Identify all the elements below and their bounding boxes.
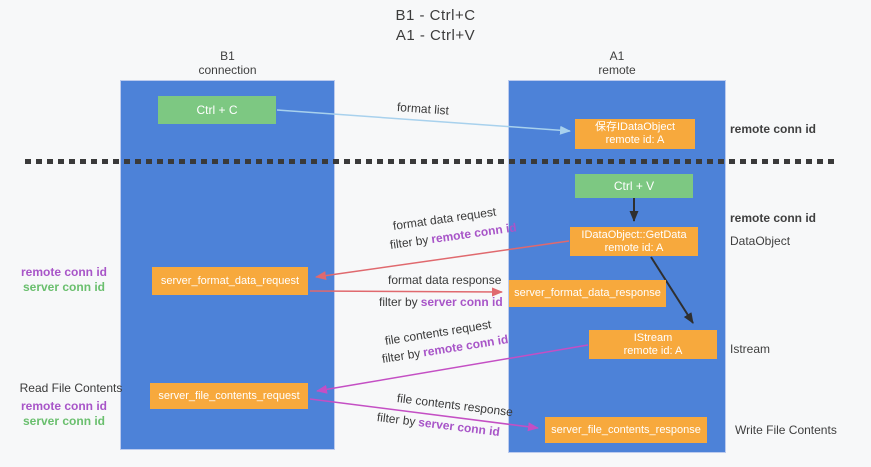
left-conn-id-labels-top: remote conn id server conn id xyxy=(0,265,128,295)
server-file-contents-response-label: server_file_contents_response xyxy=(551,423,701,436)
istream-line1: IStream xyxy=(633,331,673,344)
ctrl-v-label: Ctrl + V xyxy=(613,179,655,193)
filter-by-text: filter by xyxy=(380,346,422,366)
format-data-response-arrow xyxy=(309,287,503,297)
right-remote-conn-id-1: remote conn id xyxy=(730,122,817,136)
server-conn-id-text: server conn id xyxy=(417,415,501,440)
title-line-1: B1 - Ctrl+C xyxy=(395,7,476,24)
istream-line2: remote id: A xyxy=(623,344,683,357)
filter-by-text: filter by xyxy=(376,410,417,429)
ctrl-c-box: Ctrl + C xyxy=(158,96,276,124)
left-remote-conn-id-bottom: remote conn id xyxy=(20,399,107,413)
left-conn-id-labels-bottom: remote conn id server conn id xyxy=(0,399,128,429)
server-file-contents-response-box: server_file_contents_response xyxy=(545,417,707,443)
idataobject-getdata-box: IDataObject::GetData remote id: A xyxy=(570,227,698,256)
format-list-label: format list xyxy=(396,100,450,118)
read-file-contents-block: Read File Contents xyxy=(3,381,139,396)
server-format-data-request-box: server_format_data_request xyxy=(152,267,308,295)
ctrl-c-label: Ctrl + C xyxy=(196,103,238,117)
server-format-data-response-label: server_format_data_response xyxy=(514,287,661,299)
save-idataobject-line2: remote id: A xyxy=(605,134,665,146)
read-file-contents-label: Read File Contents xyxy=(19,381,123,395)
left-column-role: connection xyxy=(198,63,257,77)
filter-by-text: filter by xyxy=(389,232,430,252)
format-data-response-label: format data response xyxy=(388,273,502,287)
ctrl-v-box: Ctrl + V xyxy=(575,174,693,198)
left-remote-conn-id-top: remote conn id xyxy=(20,265,107,279)
getdata-line1: IDataObject::GetData xyxy=(581,228,687,241)
filter-by-text: filter by xyxy=(379,295,418,309)
server-format-data-request-label: server_format_data_request xyxy=(160,274,300,287)
istream-box: IStream remote id: A xyxy=(589,330,717,359)
right-column-name: A1 xyxy=(609,49,625,63)
istream-side-label: Istream xyxy=(730,342,771,356)
right-column-role: remote xyxy=(598,63,636,77)
server-file-contents-request-box: server_file_contents_request xyxy=(150,383,308,409)
dashed-divider-line xyxy=(25,159,838,164)
title-line-2: A1 - Ctrl+V xyxy=(395,27,476,44)
left-server-conn-id-top: server conn id xyxy=(22,280,106,294)
right-column-header: A1 remote xyxy=(508,49,726,77)
write-file-contents-label: Write File Contents xyxy=(735,423,837,437)
diagram-title: B1 - Ctrl+C A1 - Ctrl+V xyxy=(0,6,871,46)
dataobject-label: DataObject xyxy=(730,234,791,248)
left-server-conn-id-bottom: server conn id xyxy=(22,414,106,428)
save-idataobject-line1: 保存IDataObject xyxy=(594,121,676,133)
right-remote-conn-id-2: remote conn id xyxy=(730,211,817,225)
server-conn-id-text: server conn id xyxy=(420,295,503,309)
server-file-contents-request-label: server_file_contents_request xyxy=(158,389,300,402)
server-format-data-response-box: server_format_data_response xyxy=(509,280,666,307)
left-column-header: B1 connection xyxy=(120,49,335,77)
getdata-line2: remote id: A xyxy=(604,241,664,254)
left-column-name: B1 xyxy=(220,49,235,63)
save-idataobject-box: 保存IDataObject remote id: A xyxy=(575,119,695,149)
